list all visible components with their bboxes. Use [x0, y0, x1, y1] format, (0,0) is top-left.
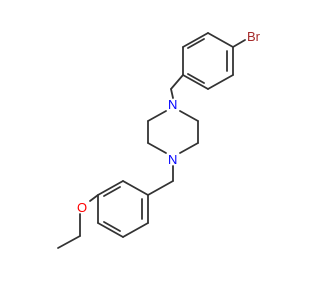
atom-label-oxygen: O	[77, 200, 87, 215]
bond	[179, 110, 199, 122]
bond	[179, 142, 199, 154]
bond	[147, 110, 167, 122]
bond-br-c	[232, 39, 246, 48]
atom-labels: Br N N O	[77, 29, 261, 215]
molecule-diagram: Br N N O	[57, 29, 261, 249]
bond	[170, 88, 174, 99]
bond-double-inner	[103, 186, 121, 197]
bond	[57, 235, 81, 249]
bond-double-inner	[187, 73, 205, 84]
bond	[89, 194, 99, 202]
bond	[182, 32, 209, 48]
atom-label-nitrogen-bottom: N	[168, 152, 177, 167]
bond	[122, 222, 149, 238]
bond	[207, 74, 234, 90]
bond	[122, 180, 149, 196]
bond	[97, 180, 124, 196]
bond-double-inner	[187, 38, 205, 49]
bond-lines	[57, 32, 246, 249]
bond	[170, 74, 184, 90]
structure-canvas: Br N N O	[57, 29, 261, 249]
bond	[207, 32, 234, 48]
bond-double-inner	[103, 221, 121, 232]
atom-label-nitrogen-top: N	[168, 97, 177, 112]
bond	[147, 142, 167, 154]
bond	[97, 222, 124, 238]
atom-label-bromine: Br	[247, 29, 261, 44]
bond	[182, 74, 209, 90]
bond	[147, 180, 174, 196]
